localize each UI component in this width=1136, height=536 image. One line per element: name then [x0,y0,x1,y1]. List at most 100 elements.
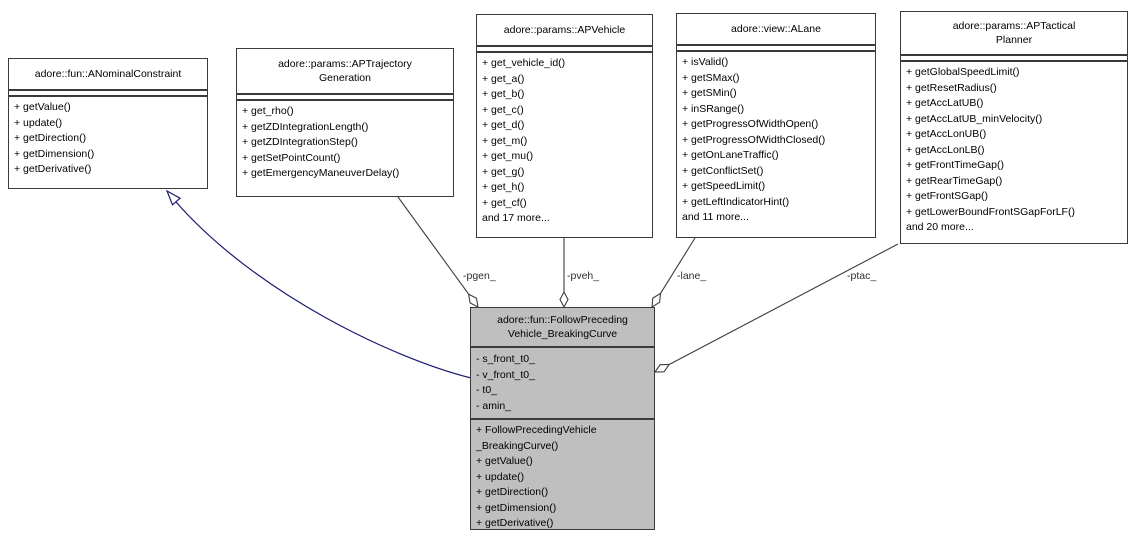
method-line: + getResetRadius() [906,81,997,94]
method-line: + getDimension() [476,501,557,514]
class-attributes [677,44,875,50]
method-line: + getOnLaneTraffic() [682,149,779,161]
class-node-apvehicle[interactable]: adore::params::APVehicle + get_vehicle_i… [476,14,653,238]
method-line: + getDerivative() [476,517,554,529]
class-attributes [477,45,652,51]
method-line: + getDerivative() [14,163,92,175]
class-title-line: Generation [319,72,371,84]
method-line: + get_cf() [482,196,527,209]
method-line: and 20 more... [906,221,974,233]
class-node-alane[interactable]: adore::view::ALane + isValid()+ getSMax(… [676,13,876,238]
method-line: and 17 more... [482,212,550,224]
class-methods: + get_vehicle_id() + get_a() + get_b() + ge… [477,51,652,237]
class-attributes: - s_front_t0_ - v_front_t0_ - t0_ - amin_ [471,346,654,418]
class-title: adore::fun::ANominalConstraint [9,59,207,89]
method-line: + getAccLatUB_minVelocity() [906,112,1043,125]
method-line: + get_b() [482,88,525,100]
class-title-line: adore::params::APTrajectory [278,58,412,70]
method-line: + get_mu() [482,150,534,162]
method-line: + getRearTimeGap() [906,174,1003,187]
method-line: + getDirection() [14,132,87,144]
class-methods: + getValue() + update() + getDirection() + … [9,95,207,188]
method-line: + getValue() [14,101,71,113]
method-line: + get_rho() [242,105,294,117]
method-line: + getDimension() [14,147,95,160]
class-title-line: adore::fun::FollowPreceding [497,314,628,326]
method-line: + getProgressOfWidthClosed() [682,133,826,146]
class-node-anominal-constraint[interactable]: adore::fun::ANominalConstraint + getValu… [8,58,208,189]
method-line: + getAccLatUB() [906,97,984,109]
aggregation-edge-pgen [397,196,470,295]
class-methods: + getGlobalSpeedLimit() + getResetRadius(… [901,60,1127,243]
method-line: + getValue() [476,455,533,467]
method-line: + getLowerBoundFrontSGapForLF() [906,205,1075,218]
class-title: adore::params::APVehicle [477,15,652,45]
method-line: + update() [476,470,525,483]
class-attributes [237,93,453,99]
class-attributes [901,54,1127,60]
method-line: + get_d() [482,119,525,131]
class-title-line: Planner [995,34,1033,46]
method-line: + get_vehicle_id() [482,57,566,69]
class-methods: + FollowPrecedingVehicle _BreakingCurve()… [471,418,654,529]
method-line: + getAccLonLB() [906,143,985,156]
class-methods: + isValid()+ getSMax()+ getSMin()+ inSRa… [677,50,875,237]
method-line: + getDirection() [476,486,549,498]
method-line: + get_m() [482,134,528,147]
class-title-line: adore::fun::ANominalConstraint [34,68,182,80]
attribute-line: - s_front_t0_ [476,353,535,365]
method-line: + getSMax() [682,71,740,84]
class-title: adore::view::ALane [677,14,875,44]
edge-label-lane: -lane_ [677,270,707,282]
method-line: + getProgressOfWidthOpen() [682,118,819,130]
method-line: + get_a() [482,72,525,85]
method-line: + getEmergencyManeuverDelay() [242,167,400,179]
method-line: and 11 more... [682,211,749,223]
method-line: + getFrontSGap() [906,190,988,202]
attribute-line: - t0_ [476,384,498,396]
class-methods: + get_rho() + getZDIntegrationLength() + g… [237,99,453,196]
method-line: + getConflictSet() [682,164,764,177]
aggregation-diamond-pveh-icon [559,290,569,309]
method-line: + getZDIntegrationLength() [242,120,369,133]
edge-label-pgen: -pgen_ [463,270,496,282]
edge-label-pveh: -pveh_ [567,270,600,282]
class-title-line: adore::params::APVehicle [503,24,626,36]
method-line: + getSetPointCount() [242,151,341,164]
method-line: + FollowPrecedingVehicle [476,424,597,436]
method-line: + inSRange() [682,102,745,115]
aggregation-diamond-ptac-icon [653,363,671,373]
class-title-line: Vehicle_BreakingCurve [507,328,618,340]
attribute-line: - v_front_t0_ [476,368,535,381]
method-line: + getFrontTimeGap() [906,159,1004,171]
aggregation-diamond-lane-icon [651,292,662,309]
attribute-line: - amin_ [476,399,512,412]
method-line: + get_g() [482,165,525,178]
inheritance-arrowhead-icon [165,189,182,206]
method-line: + get_c() [482,103,524,116]
method-line: + getSMin() [682,87,737,99]
aggregation-diamond-pgen-icon [467,293,479,308]
method-line: + getZDIntegrationStep() [242,136,358,148]
edge-label-ptac: -ptac_ [847,270,877,282]
class-title-line: adore::view::ALane [731,23,821,35]
method-line: + getAccLonUB() [906,128,987,140]
class-attributes [9,89,207,95]
method-line: + update() [14,116,63,129]
aggregation-edge-ptac [668,243,899,365]
inheritance-edge [175,201,472,379]
method-line: + getSpeedLimit() [682,180,766,192]
aggregation-edge-lane [660,237,696,294]
method-line: _BreakingCurve() [476,439,559,452]
method-line: + getLeftIndicatorHint() [682,195,790,208]
method-line: + getGlobalSpeedLimit() [906,66,1020,78]
class-title-line: adore::params::APTactical [952,20,1076,32]
method-line: + get_h() [482,181,525,193]
